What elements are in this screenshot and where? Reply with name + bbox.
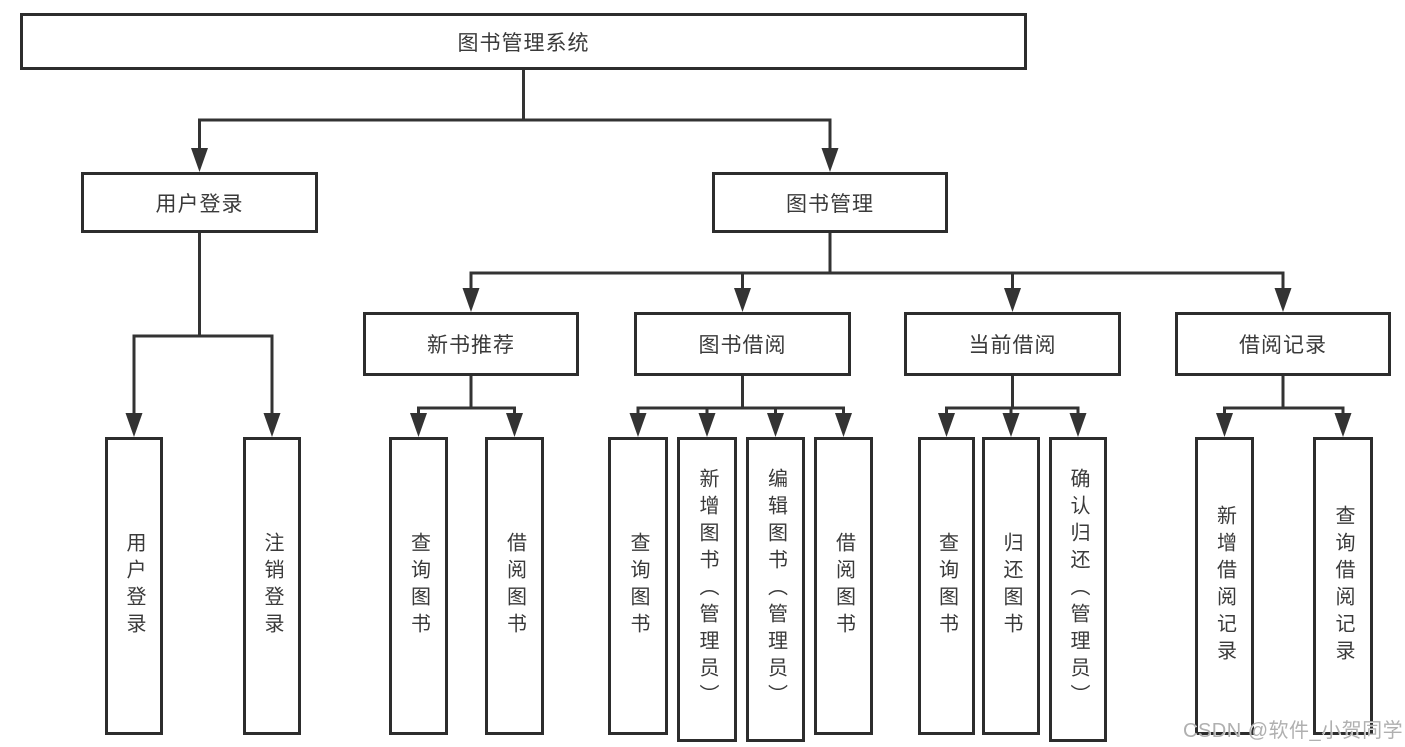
leaf-user-login: 用户登录 [105,437,163,735]
node-borrow-records: 借阅记录 [1175,312,1391,376]
arrow-down-icon [734,288,751,312]
leaf-bb-add-books-admin: 新增图书（管理员） [677,437,737,742]
node-book-borrow: 图书借阅 [634,312,851,376]
arrow-down-icon [1216,413,1233,437]
leaf-cb-return-books: 归还图书 [982,437,1040,735]
arrow-down-icon [191,148,208,172]
arrow-down-icon [1334,413,1352,437]
node-book-management: 图书管理 [712,172,948,233]
arrow-down-icon [506,413,523,437]
leaf-nb-query-books: 查询图书 [389,437,448,735]
leaf-bb-query-books: 查询图书 [608,437,668,735]
arrow-down-icon [462,288,480,312]
arrow-down-icon [1069,413,1087,437]
leaf-br-query-record: 查询借阅记录 [1313,437,1373,735]
watermark: CSDN @软件_小贺同学 [1183,720,1404,742]
leaf-br-add-record: 新增借阅记录 [1195,437,1254,735]
arrow-down-icon [1002,413,1020,437]
node-user-login: 用户登录 [81,172,318,233]
arrow-down-icon [821,148,839,172]
arrow-down-icon [629,413,647,437]
leaf-bb-borrow-books: 借阅图书 [814,437,873,735]
leaf-nb-borrow-books: 借阅图书 [485,437,544,735]
arrow-down-icon [698,413,716,437]
arrow-down-icon [125,413,143,437]
leaf-bb-edit-books-admin: 编辑图书（管理员） [746,437,805,742]
arrow-down-icon [263,413,281,437]
node-root: 图书管理系统 [20,13,1027,70]
arrow-down-icon [767,413,784,437]
leaf-cb-query-books: 查询图书 [918,437,975,735]
arrow-down-icon [835,413,852,437]
arrow-down-icon [1274,288,1292,312]
arrow-down-icon [938,413,955,437]
leaf-logout-login: 注销登录 [243,437,301,735]
leaf-cb-confirm-return-admin: 确认归还（管理员） [1049,437,1107,742]
node-current-borrow: 当前借阅 [904,312,1121,376]
arrow-down-icon [1004,288,1021,312]
arrow-down-icon [410,413,427,437]
node-new-book-recommend: 新书推荐 [363,312,579,376]
